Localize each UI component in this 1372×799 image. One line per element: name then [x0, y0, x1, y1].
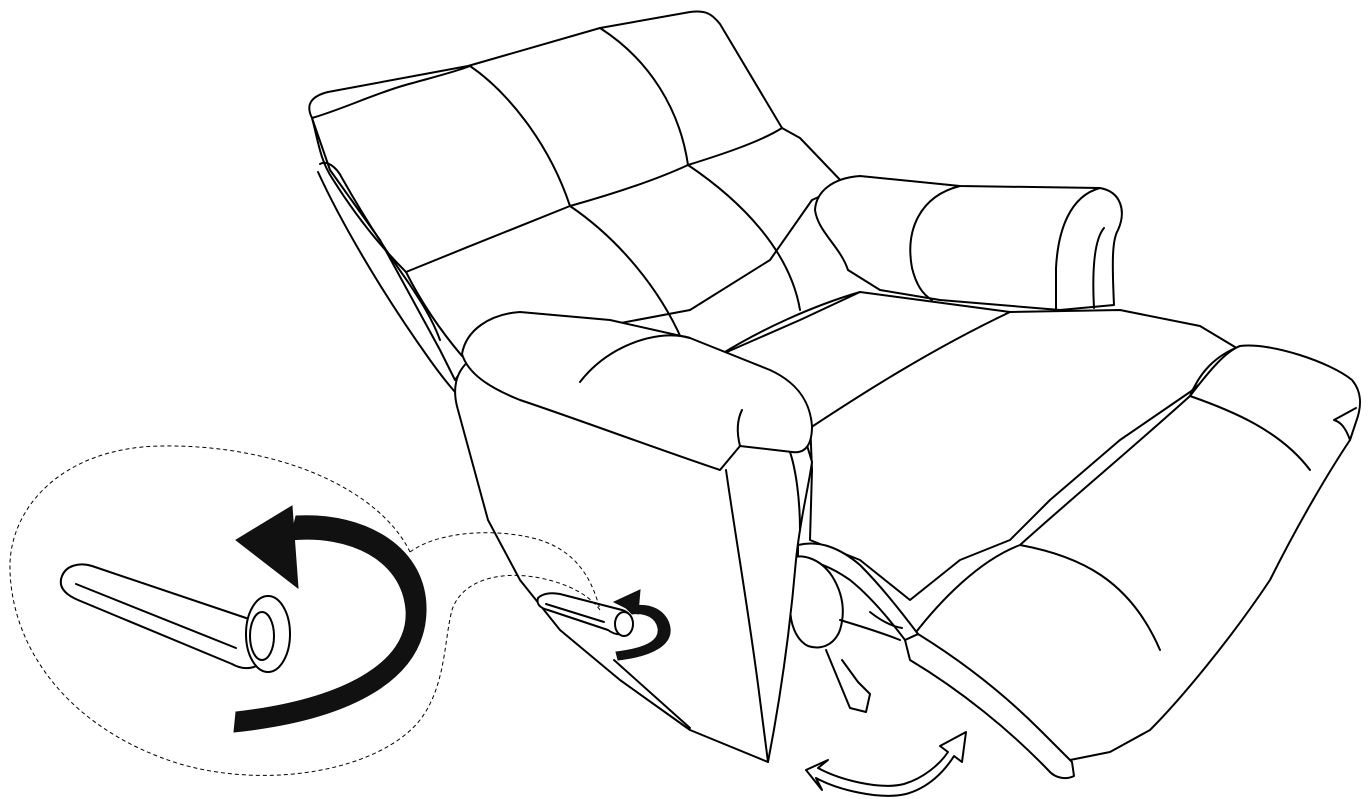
curved-open-arrow-icon — [806, 732, 966, 796]
left-armrest — [455, 312, 812, 762]
footrest-arrow-body — [806, 732, 966, 796]
rotate-arrow-head — [236, 506, 298, 588]
recline-lever-enlarged-handle — [61, 564, 270, 668]
right-armrest — [815, 176, 1122, 310]
recline-lever-enlarged-hub — [246, 596, 290, 672]
recline-lever-hub — [615, 612, 633, 636]
recline-lever-enlarged — [61, 564, 290, 672]
mechanism-rod — [826, 650, 870, 712]
right-armrest-outline — [815, 176, 1122, 310]
